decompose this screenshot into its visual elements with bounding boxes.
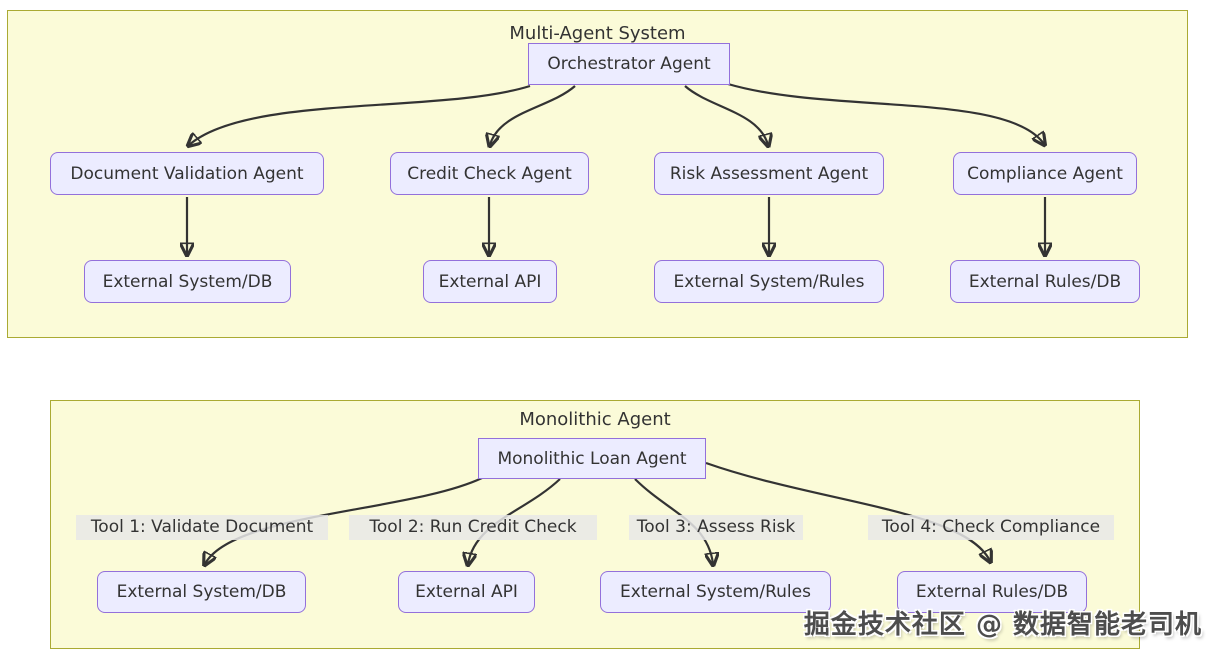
edge-label-tool-2-run-credit-check: Tool 2: Run Credit Check bbox=[349, 515, 597, 540]
node-monolithic-external-rules-db: External Rules/DB bbox=[897, 571, 1087, 613]
watermark-text: 掘金技术社区 @ 数据智能老司机 bbox=[803, 610, 1202, 640]
node-orchestrator-agent: Orchestrator Agent bbox=[528, 43, 730, 85]
edge-monolithic-to-external-system-db bbox=[205, 477, 483, 564]
edge-orchestrator-to-risk-assessment bbox=[684, 85, 768, 145]
node-monolithic-external-api: External API bbox=[398, 571, 535, 613]
node-document-validation-agent: Document Validation Agent bbox=[50, 152, 324, 195]
edge-label-tool-1-validate-document: Tool 1: Validate Document bbox=[76, 515, 328, 540]
node-credit-check-agent: Credit Check Agent bbox=[390, 152, 589, 195]
edge-orchestrator-to-compliance bbox=[727, 82, 1044, 144]
multi-agent-system-title: Multi-Agent System bbox=[509, 23, 686, 44]
node-external-rules-db: External Rules/DB bbox=[950, 260, 1140, 303]
node-monolithic-external-system-rules: External System/Rules bbox=[600, 571, 831, 613]
edge-orchestrator-to-document-validation bbox=[189, 84, 531, 145]
node-monolithic-loan-agent: Monolithic Loan Agent bbox=[478, 438, 706, 479]
node-external-api: External API bbox=[423, 260, 557, 303]
edge-label-tool-3-assess-risk: Tool 3: Assess Risk bbox=[629, 515, 803, 540]
edge-orchestrator-to-credit-check bbox=[490, 85, 576, 145]
monolithic-agent-title: Monolithic Agent bbox=[519, 409, 671, 430]
node-risk-assessment-agent: Risk Assessment Agent bbox=[654, 152, 884, 195]
node-external-system-rules: External System/Rules bbox=[654, 260, 884, 303]
edge-label-tool-4-check-compliance: Tool 4: Check Compliance bbox=[868, 515, 1114, 540]
node-compliance-agent: Compliance Agent bbox=[953, 152, 1137, 195]
edge-monolithic-to-external-rules-db bbox=[705, 461, 990, 561]
node-monolithic-external-system-db: External System/DB bbox=[97, 571, 306, 613]
node-external-system-db: External System/DB bbox=[84, 260, 291, 303]
